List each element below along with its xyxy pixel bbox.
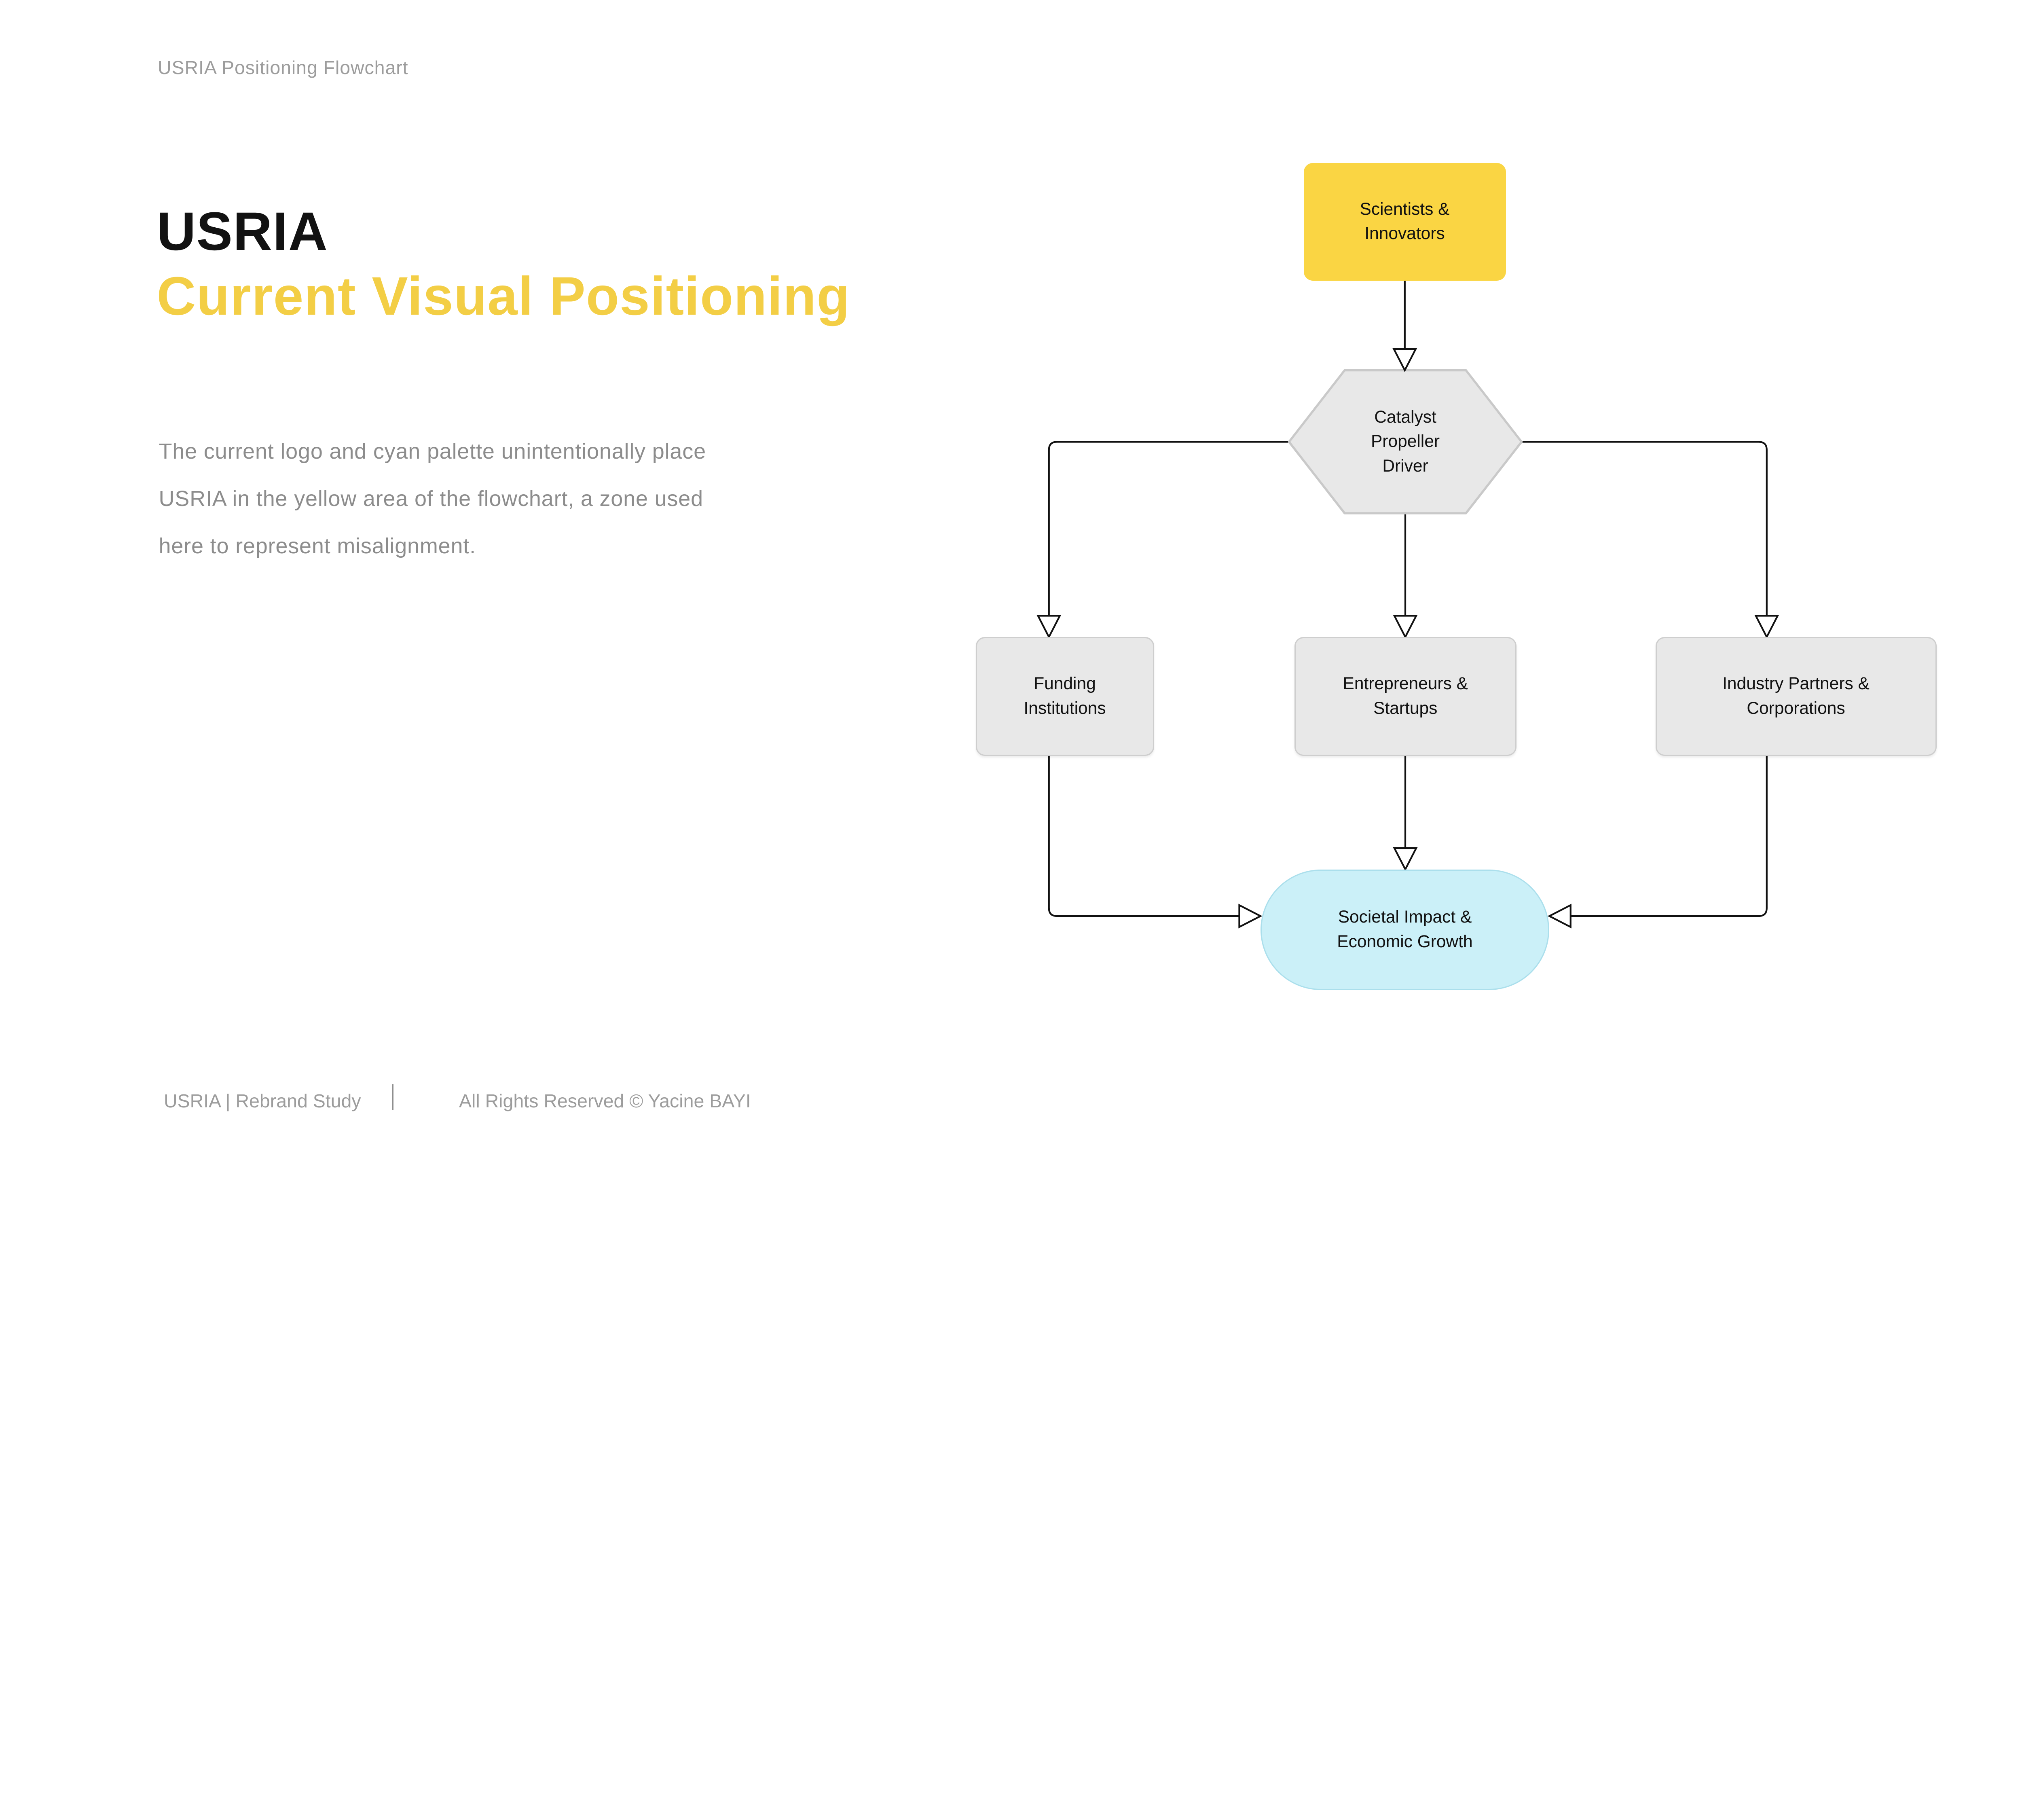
arrowhead-into-funding bbox=[1036, 615, 1062, 639]
node-label: Industry Partners & Corporations bbox=[1722, 674, 1870, 718]
arrowhead-into-industry bbox=[1754, 615, 1779, 639]
arrowhead-into-catalyst bbox=[1392, 348, 1417, 372]
arrowhead-into-impact-right bbox=[1547, 904, 1571, 929]
body-paragraph: The current logo and cyan palette uninte… bbox=[159, 439, 706, 558]
node-label: Catalyst Propeller Driver bbox=[1371, 407, 1440, 476]
edge-catalyst-industry bbox=[1521, 441, 1768, 617]
node-funding-institutions: Funding Institutions bbox=[975, 637, 1154, 756]
title-line-usria: USRIA bbox=[157, 201, 328, 262]
node-label: Funding Institutions bbox=[1024, 674, 1106, 718]
header-label: USRIA Positioning Flowchart bbox=[158, 57, 408, 78]
edge-catalyst-funding bbox=[1048, 441, 1289, 617]
slide: USRIA Positioning Flowchart USRIA Curren… bbox=[157, 57, 1937, 1111]
arrowhead-into-entrepreneurs bbox=[1393, 615, 1418, 639]
footer-right-text: All Rights Reserved © Yacine BAYI bbox=[459, 1090, 751, 1111]
footer-left-text: USRIA | Rebrand Study bbox=[164, 1090, 361, 1111]
hexagon-shape bbox=[1288, 369, 1523, 514]
node-label: Scientists & Innovators bbox=[1360, 199, 1450, 243]
node-scientists-innovators: Scientists & Innovators bbox=[1303, 163, 1506, 281]
edge-industry-impact bbox=[1570, 756, 1768, 917]
arrowhead-into-impact-left bbox=[1238, 904, 1263, 929]
node-industry-partners-corporations: Industry Partners & Corporations bbox=[1655, 637, 1937, 756]
footer-divider bbox=[392, 1084, 393, 1110]
edge-funding-impact bbox=[1048, 756, 1240, 917]
node-societal-impact-economic-growth: Societal Impact & Economic Growth bbox=[1261, 869, 1549, 990]
node-label: Societal Impact & Economic Growth bbox=[1337, 908, 1473, 951]
node-entrepreneurs-startups: Entrepreneurs & Startups bbox=[1294, 637, 1516, 756]
flowchart-connectors bbox=[1036, 280, 1779, 929]
node-label: Entrepreneurs & Startups bbox=[1343, 674, 1468, 718]
node-catalyst-propeller-driver: Catalyst Propeller Driver bbox=[1304, 392, 1506, 493]
arrowhead-into-impact-top bbox=[1393, 847, 1418, 872]
page-title: USRIA Current Visual Positioning bbox=[157, 199, 850, 330]
title-line-current-visual-positioning: Current Visual Positioning bbox=[157, 266, 850, 327]
